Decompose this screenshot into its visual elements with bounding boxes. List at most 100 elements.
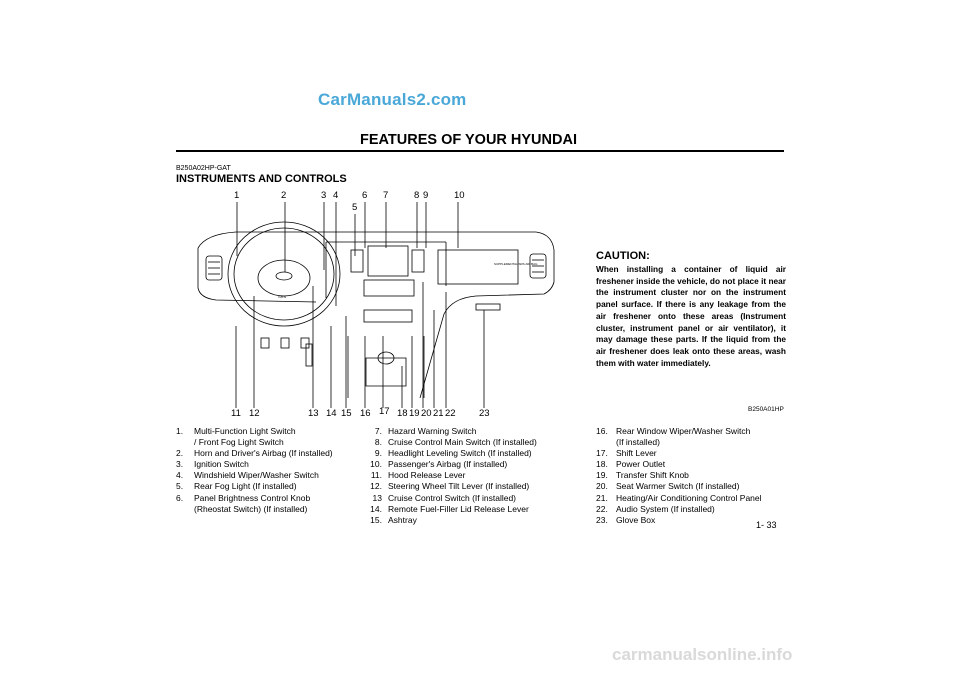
legend-item: (Rheostat Switch) (If installed) — [176, 504, 333, 515]
legend-item-number: 9. — [374, 448, 382, 459]
legend-item: 15. Ashtray — [358, 515, 537, 526]
dashboard-drawing: SRS SUPPLEMENTAL SRS AIR BAG — [197, 202, 555, 408]
legend-item-number: 15. — [370, 514, 382, 525]
legend-item-text: Cruise Control Switch (If installed) — [388, 492, 517, 503]
legend-item-number: 12. — [370, 481, 382, 492]
legend-item: 22. Audio System (If installed) — [596, 504, 762, 515]
legend-item-number: 22. — [596, 503, 608, 514]
callout-17: 17 — [379, 406, 390, 417]
legend-item-number: 16. — [596, 426, 608, 436]
legend-item-number: 3. — [176, 459, 184, 470]
legend-item: 21. Heating/Air Conditioning Control Pane… — [596, 493, 762, 504]
legend-item: 4. Windshield Wiper/Washer Switch — [176, 470, 333, 481]
legend-item-number: 20. — [596, 481, 608, 492]
legend-item-text: Rear Window Wiper/Washer Switch — [616, 426, 751, 436]
legend-item-number: 4. — [176, 470, 184, 481]
legend-item-number: 21. — [596, 492, 608, 503]
legend-item-text: Cruise Control Main Switch (If installed… — [388, 437, 537, 448]
callout-5: 5 — [352, 202, 358, 213]
legend-item-number — [176, 437, 194, 448]
legend-list-right: 16. Rear Window Wiper/Washer Switch(If in… — [596, 426, 762, 526]
legend-item-number — [176, 504, 194, 515]
callout-22: 22 — [445, 408, 456, 419]
callout-6: 6 — [362, 190, 368, 201]
legend-item-text: Seat Warmer Switch (If installed) — [616, 481, 740, 492]
legend-item-number: 23. — [596, 514, 608, 525]
callout-10: 10 — [454, 190, 465, 201]
legend-item-text: Shift Lever — [616, 448, 657, 459]
legend-item-text: Headlight Leveling Switch (If installed) — [388, 448, 532, 459]
legend-item: 23. Glove Box — [596, 515, 762, 526]
legend-item-text: Ignition Switch — [194, 459, 249, 470]
callout-23: 23 — [479, 408, 490, 419]
legend-item-number: 6. — [176, 492, 184, 503]
legend-item-number: 2. — [176, 448, 184, 459]
legend-item-text: / Front Fog Light Switch — [194, 437, 284, 448]
legend-item-number: 17. — [596, 448, 608, 459]
legend-item-number: 1. — [176, 426, 184, 436]
legend-item-number: 18. — [596, 459, 608, 470]
legend-item-number: 8. — [374, 437, 382, 448]
legend-item-text: (Rheostat Switch) (If installed) — [194, 503, 308, 514]
dashboard-diagram: 1 2 3 4 5 6 7 8 9 10 — [176, 186, 576, 422]
legend-item-text: Multi-Function Light Switch — [194, 426, 296, 436]
legend-item-number: 7. — [374, 426, 382, 436]
legend-item-text: (If installed) — [616, 437, 660, 448]
figure-code: B250A01HP — [748, 406, 784, 413]
legend-item-number: 11. — [370, 470, 382, 481]
legend-item-number: 13 — [372, 492, 382, 503]
legend-item-text: Remote Fuel-Filler Lid Release Lever — [388, 503, 529, 514]
caution-body: When installing a container of liquid ai… — [596, 264, 786, 368]
legend-item: 17. Shift Lever — [596, 448, 762, 459]
legend-item-number: 5. — [176, 481, 184, 492]
legend-item: 11. Hood Release Lever — [358, 470, 537, 481]
legend-item: 19.Transfer Shift Knob — [596, 470, 762, 481]
caution-title: CAUTION: — [596, 250, 650, 262]
legend-item-text: Passenger's Airbag (If installed) — [388, 459, 508, 470]
legend-item-text: Audio System (If installed) — [616, 503, 715, 514]
legend-item-text: Hood Release Lever — [388, 470, 466, 481]
callout-20: 20 — [421, 408, 432, 419]
callout-7: 7 — [383, 190, 389, 201]
legend-item: 1. Multi-Function Light Switch — [176, 426, 333, 437]
callout-13: 13 — [308, 408, 319, 419]
callout-14: 14 — [326, 408, 337, 419]
callout-15: 15 — [341, 408, 352, 419]
legend-item-text: Ashtray — [388, 514, 417, 525]
callout-4: 4 — [333, 190, 339, 201]
header-rule — [176, 150, 784, 152]
legend-item-number: 14. — [370, 503, 382, 514]
legend-item: 10. Passenger's Airbag (If installed) — [358, 459, 537, 470]
page-number: 1- 33 — [756, 520, 777, 530]
legend-item: 7. Hazard Warning Switch — [358, 426, 537, 437]
passenger-airbag-label: SUPPLEMENTAL SRS AIR BAG — [494, 262, 538, 266]
legend-item: 6.Panel Brightness Control Knob — [176, 493, 333, 504]
callout-12: 12 — [249, 408, 260, 419]
callout-21: 21 — [433, 408, 444, 419]
callout-19: 19 — [409, 408, 420, 419]
legend-item-text: Power Outlet — [616, 459, 666, 470]
legend-item: / Front Fog Light Switch — [176, 437, 333, 448]
watermark-text: CarManuals2.com — [318, 90, 467, 109]
legend-item: 9. Headlight Leveling Switch (If installe… — [358, 448, 537, 459]
legend-item-number — [596, 437, 616, 448]
legend-item-text: Heating/Air Conditioning Control Panel — [616, 492, 762, 503]
legend-item-text: Hazard Warning Switch — [388, 426, 477, 436]
legend-item: 5.Rear Fog Light (If installed) — [176, 481, 333, 492]
legend-item-text: Glove Box — [616, 514, 656, 525]
page-header-title: FEATURES OF YOUR HYUNDAI — [360, 132, 577, 148]
callout-16: 16 — [360, 408, 371, 419]
legend-item: 16. Rear Window Wiper/Washer Switch — [596, 426, 762, 437]
legend-item-number: 10. — [370, 459, 382, 470]
legend-item: 3. Ignition Switch — [176, 459, 333, 470]
legend-item: 8. Cruise Control Main Switch (If install… — [358, 437, 537, 448]
legend-item: 2.Horn and Driver's Airbag (If installed… — [176, 448, 333, 459]
callout-2: 2 — [281, 190, 287, 201]
legend-item: 18. Power Outlet — [596, 459, 762, 470]
airbag-mark: SRS — [278, 294, 287, 299]
legend-item-text: Steering Wheel Tilt Lever (If installed) — [388, 481, 530, 492]
callout-8: 8 — [414, 190, 420, 201]
legend-item-text: Windshield Wiper/Washer Switch — [194, 470, 319, 481]
legend-item: (If installed) — [596, 437, 762, 448]
footer-watermark: carmanualsonline.info — [612, 645, 793, 664]
